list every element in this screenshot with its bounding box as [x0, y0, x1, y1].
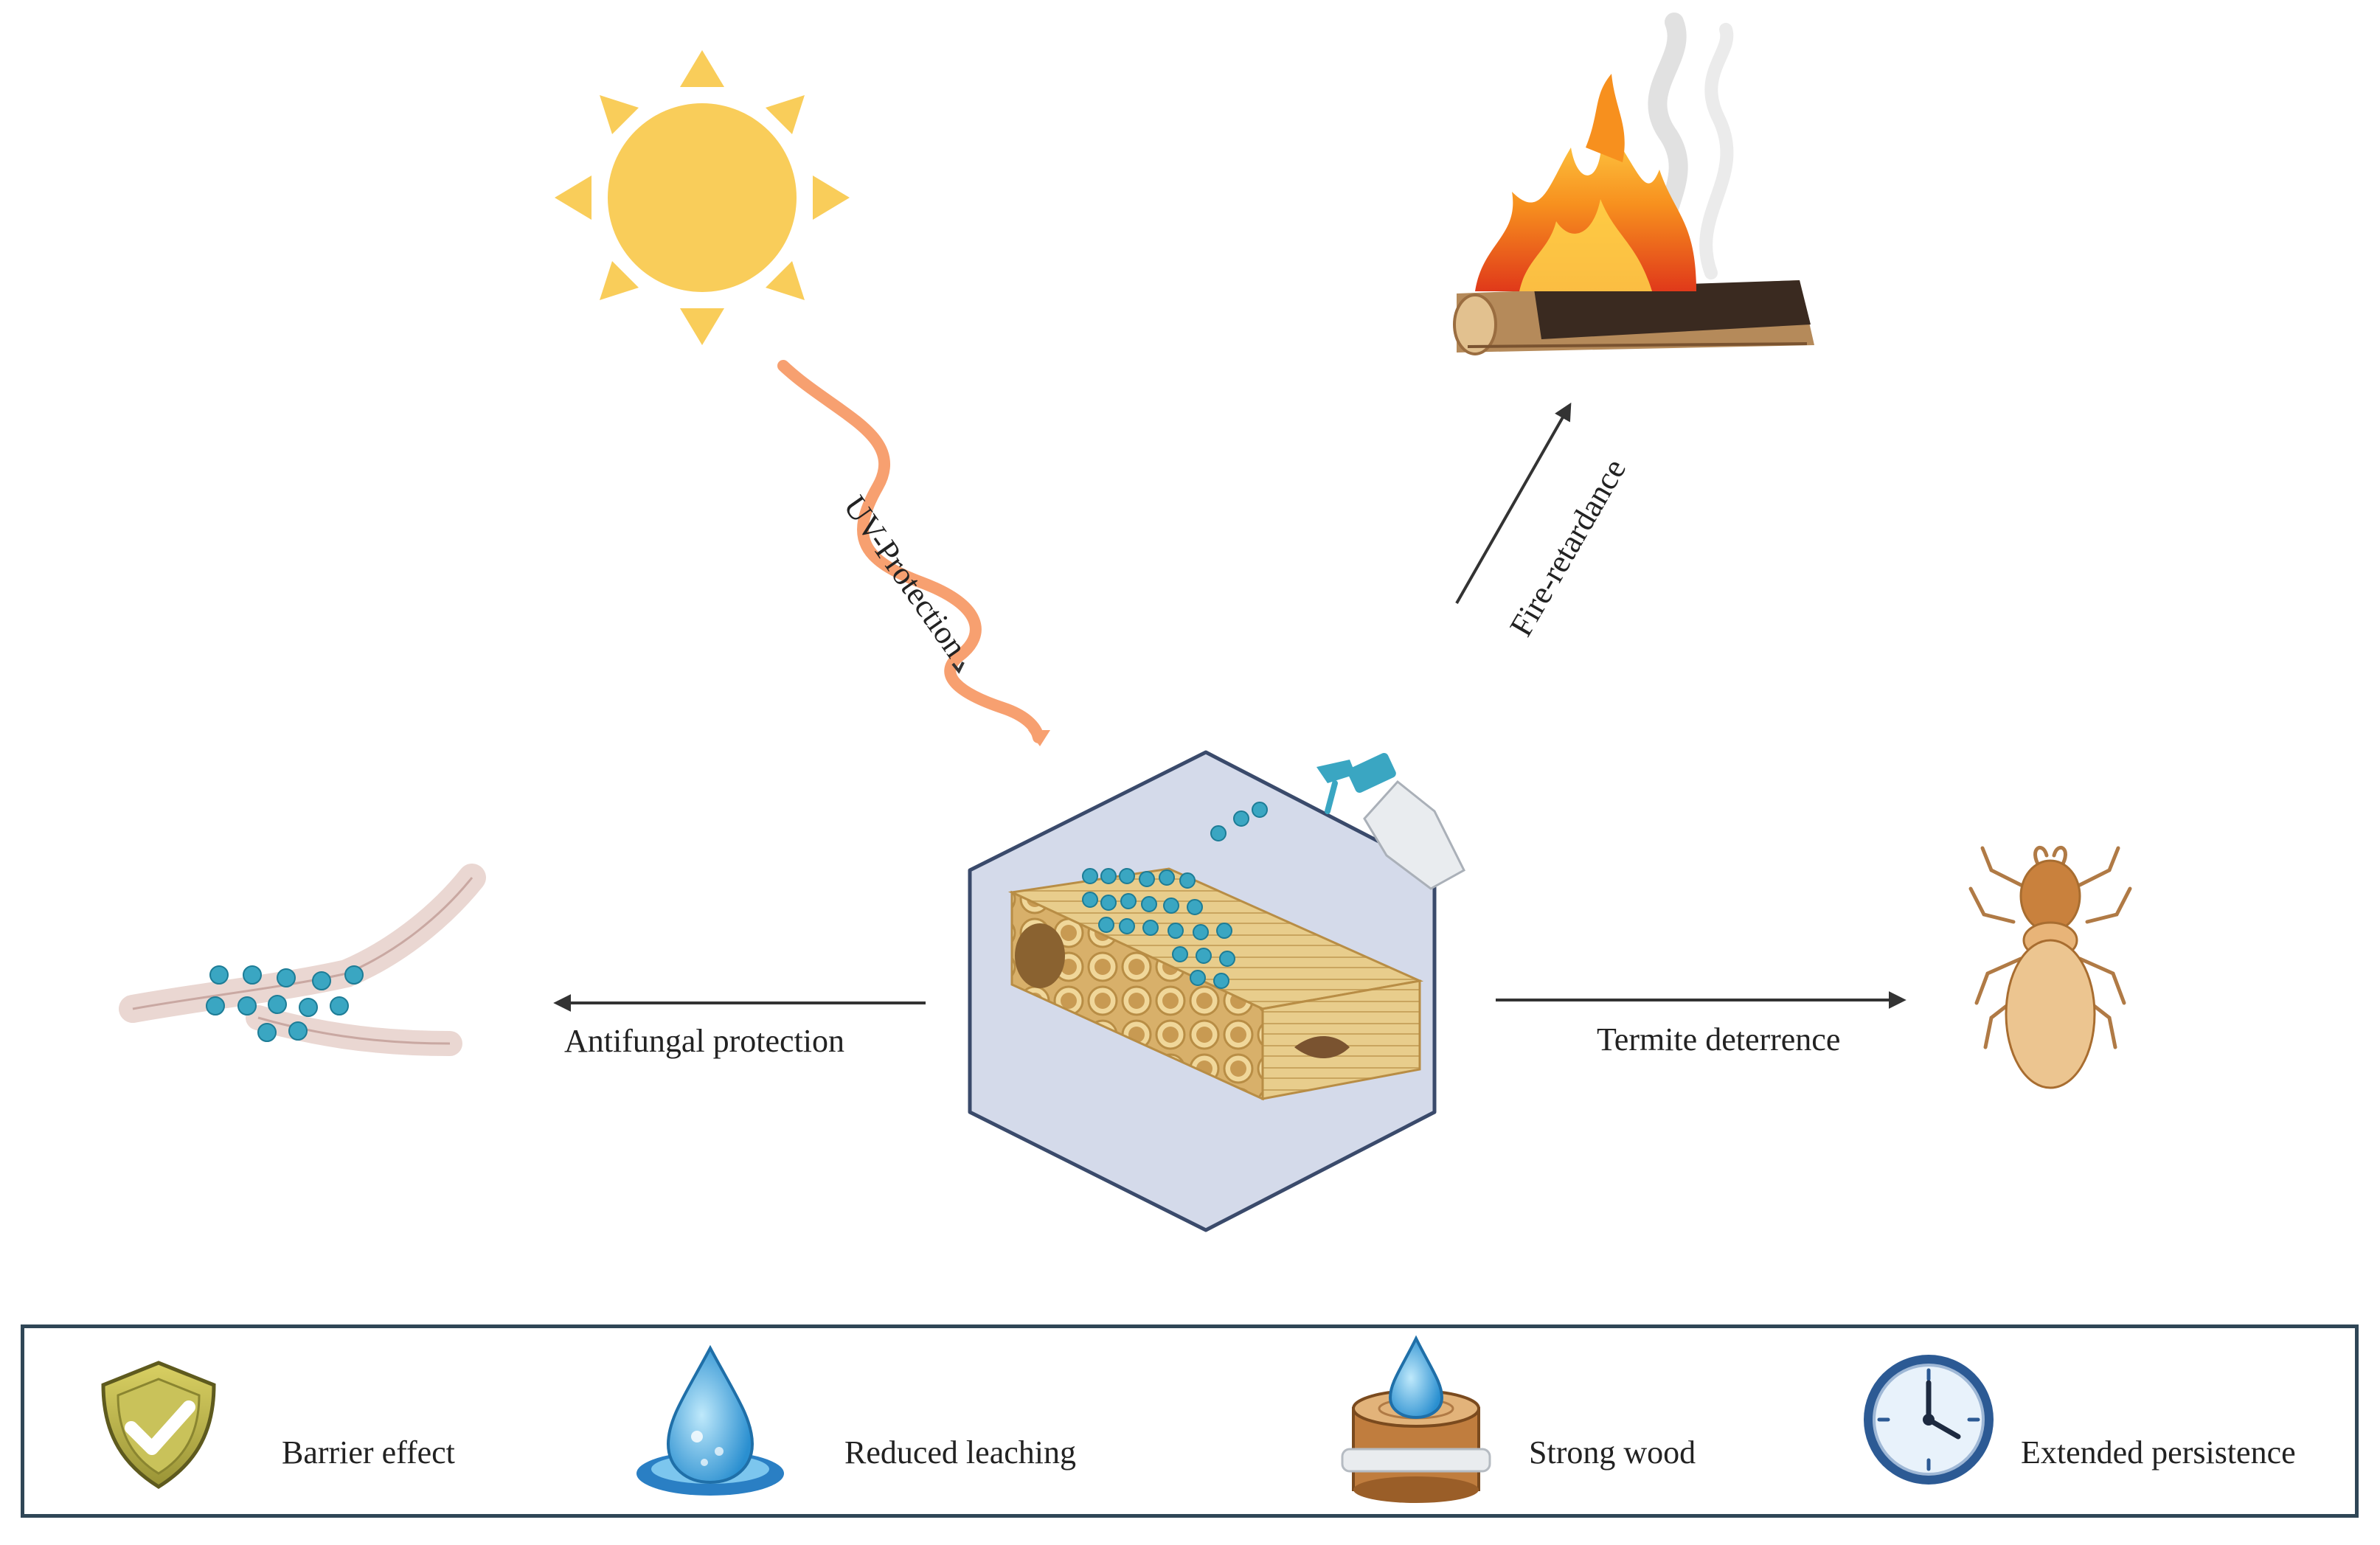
legend-label-barrier-effect: Barrier effect — [282, 1434, 455, 1471]
legend-label-strong-wood: Strong wood — [1529, 1434, 1696, 1471]
wood-cell-structure-icon — [1007, 867, 1424, 1101]
fungal-hyphae-icon — [119, 864, 486, 1056]
spray-bottle-icon — [1316, 752, 1465, 890]
wood-log-drop-icon — [1341, 1335, 1491, 1503]
clock-icon — [1864, 1355, 1994, 1485]
legend-label-reduced-leaching: Reduced leaching — [844, 1434, 1076, 1471]
nanoparticles-spray — [1082, 802, 1268, 989]
legend-label-extended-persistence: Extended persistence — [2021, 1434, 2296, 1471]
uv-wave-arrow — [777, 360, 1044, 743]
fire-arrow — [1455, 402, 1572, 604]
sun-icon — [555, 50, 850, 345]
water-drop-icon — [636, 1344, 784, 1496]
shield-check-icon — [101, 1361, 216, 1489]
legend-panel — [21, 1324, 2359, 1518]
burning-wood-icon — [1453, 13, 1814, 355]
termite-deterrence-label: Termite deterrence — [1597, 1021, 1841, 1058]
antifungal-protection-label: Antifungal protection — [564, 1023, 845, 1059]
